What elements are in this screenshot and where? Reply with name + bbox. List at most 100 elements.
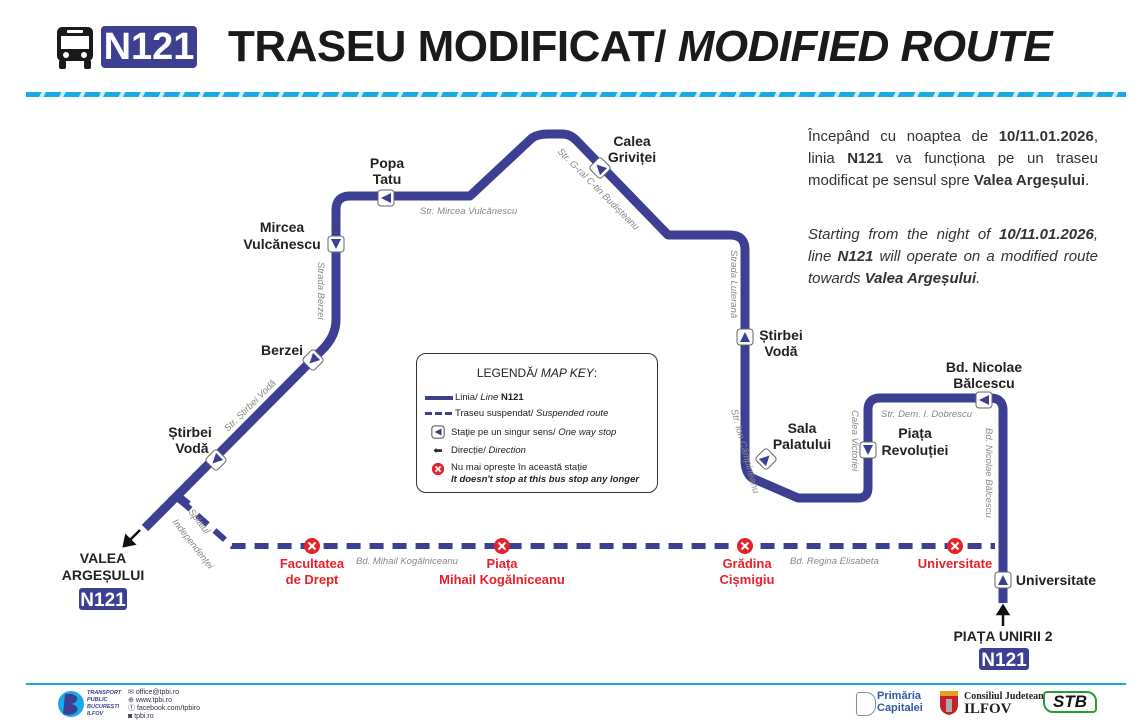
stop-stirbei-voda-2 [736,328,754,346]
legend-suspended: Traseu suspendat/ Suspended route [425,408,608,419]
stop-label: Vodă [764,343,797,359]
stop-label: Sala [788,420,817,436]
street-label: Strada Luterană [728,250,739,318]
street-label: Bd. Mihail Kogălniceanu [356,556,459,567]
closed-stop-icon [431,462,445,476]
suspended-route [178,497,995,549]
closed-stop-icon [945,536,965,556]
legend-direction: ⬅ Direcție/ Direction [431,444,526,457]
legend-oneway: Staţie pe un singur sens/ One way stop [431,425,616,439]
notice-date: 10/11.01.2026 [998,128,1094,145]
ilfov-crest-icon [940,691,958,715]
facebook-link[interactable]: ⓕ facebook.com/tpbiro [128,705,200,712]
tpbi-logo [58,691,84,717]
legend-title: LEGENDĂ/ MAP KEY: [417,366,657,380]
notice-ro: Începând cu noaptea de 10/11.01.2026, li… [808,126,1098,192]
legend-title-ro: LEGENDĂ/ [476,366,541,380]
line-badge: N121 [101,26,197,68]
stop-label: Mircea [260,219,305,235]
closed-stop-label: Grădina [722,556,772,571]
direction-arrow-end [995,603,1011,626]
legend-text: Traseu suspendat/ Suspended route [455,408,609,419]
closed-stop-icon [492,536,512,556]
legend-title-colon: : [593,366,598,380]
street-label: Calea Victoriei [849,410,860,472]
closed-stop-label: Universitate [918,556,992,571]
notice-line: N121 [847,150,884,167]
stop-bd-nicolae-balcescu [975,391,993,409]
stop-label: Palatului [773,436,831,452]
notice-text: Starting from the night of [808,226,1000,243]
legend-text: Direcție/ Direction [451,445,526,456]
terminus-label: ARGEȘULUI [62,567,144,583]
solid-line-icon [425,395,453,400]
stop-label: Bd. Nicolae [946,359,1022,375]
stop-label: Vulcănescu [243,236,320,252]
closed-stop-label: de Drept [286,572,339,587]
one-way-stop-icon [431,425,445,439]
legend-text: Staţie pe un singur sens/ One way stop [451,426,617,438]
stb-logo: STB [1043,691,1097,713]
street-label: Strada Berzei [315,262,326,320]
stop-label: Calea [613,133,651,149]
stop-label: Berzei [261,342,303,358]
dashed-line-icon [425,412,453,415]
stop-label: Piața [898,425,932,441]
terminus-badge: N121 [981,650,1027,671]
notice-destination: Valea Argeșului [973,172,1086,189]
notice-line: N121 [837,248,874,265]
contact-list: ✉ office@tpbi.ro ⊕ www.tpbi.ro ⓕ faceboo… [128,689,200,721]
notice-date: 10/11.01.2026 [999,226,1094,243]
terminus-label: VALEA [80,550,126,566]
notice-text: will operate on a modified route towards [808,248,1098,287]
stop-label: Vodă [175,440,208,456]
street-label: Bd. Nicolae Bălcescu [983,428,994,518]
route-end-stub [175,493,191,509]
stop-mircea-vulcanescu [327,235,345,253]
stop-label: Bălcescu [953,375,1014,391]
active-route [141,129,1008,603]
title-en: MODIFIED ROUTE [677,22,1053,71]
notice-text: . [976,270,981,287]
street-label: Str. Mircea Vulcănescu [420,206,518,217]
stop-piata-revolutiei [859,441,877,459]
legend-text: Linia/ Line N121 [455,392,524,403]
page-title: TRASEU MODIFICAT/ MODIFIED ROUTE [228,22,1053,72]
closed-stop-label: Cișmigiu [720,572,775,587]
email-link[interactable]: ✉ office@tpbi.ro [128,689,179,696]
legend-line: Linia/ Line N121 [425,392,524,403]
notice-en: Starting from the night of 10/11.01.2026… [808,224,1098,290]
direction-arrow-icon: ⬅ [433,445,443,457]
notice-destination: Valea Argeșului [864,270,977,287]
direction-arrow-start [122,529,141,548]
stop-label: Griviței [608,149,656,165]
instagram-link[interactable]: ◙ tpbi.ro [128,713,154,720]
legend-title-en: MAP KEY [540,366,594,380]
stop-label: Știrbei [759,327,803,343]
primaria-logo-icon [856,692,876,716]
header-divider [26,92,1126,97]
closed-stop-label: Facultatea [280,556,345,571]
notice-text: Începând cu noaptea de [808,128,999,145]
footer-divider [26,683,1126,685]
bus-icon [57,27,93,69]
stop-label: Revoluției [882,442,949,458]
street-label: Bd. Regina Elisabeta [790,556,879,567]
stop-universitate [994,571,1012,589]
stop-label: Universitate [1016,572,1096,588]
notice-text: , line [808,226,1098,265]
stop-popa-tatu [377,189,395,207]
website-link[interactable]: ⊕ www.tpbi.ro [128,697,172,704]
notice-text: , linia [808,128,1098,167]
map-legend: LEGENDĂ/ MAP KEY: Linia/ Line N121 Trase… [416,353,658,493]
title-ro: TRASEU MODIFICAT/ [228,22,667,71]
closed-stop-label: Piața [486,556,518,571]
terminus-label: PIAȚA UNIRII 2 [953,628,1052,644]
street-label: Str. Dem. I. Dobrescu [881,409,973,420]
stop-label: Tatu [373,171,402,187]
stop-label: Popa [370,155,404,171]
